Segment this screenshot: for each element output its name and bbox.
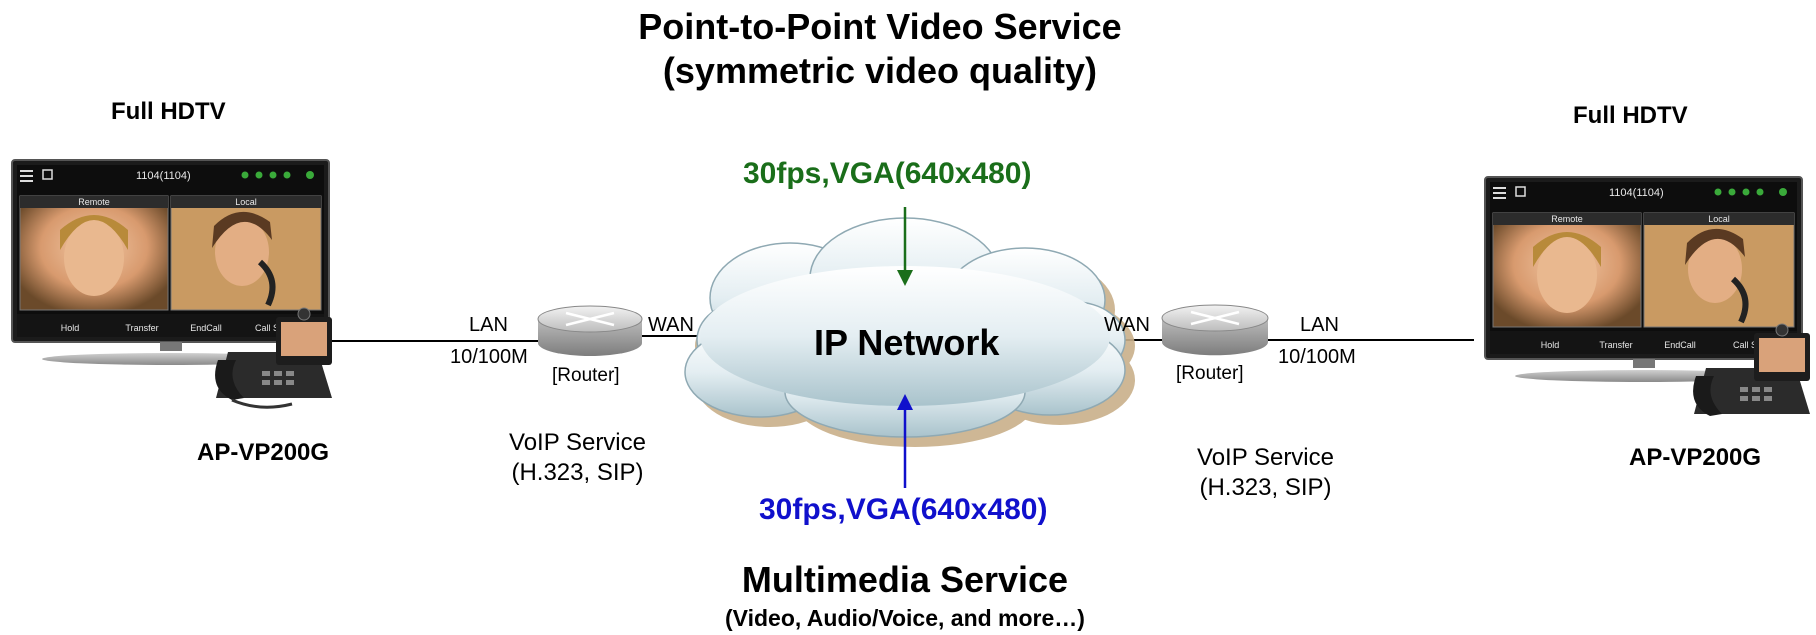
left-router-icon bbox=[537, 305, 643, 356]
right-voip-line1: VoIP Service bbox=[1197, 444, 1334, 471]
left-screen-btn-endcall: EndCall bbox=[190, 323, 222, 333]
right-screen-pane-remote: Remote bbox=[1551, 214, 1583, 224]
right-monitor-icon: 1104(1104) Remote Local Hold Transfer En… bbox=[1484, 176, 1803, 382]
right-device-label: AP-VP200G bbox=[1629, 444, 1762, 471]
left-monitor-icon: 1104(1104) Remote Local Hold Transfer En… bbox=[11, 159, 330, 365]
ip-network-cloud-icon bbox=[684, 217, 1135, 447]
right-video-phone-icon bbox=[1693, 323, 1810, 416]
left-screen-caller-id: 1104(1104) bbox=[136, 170, 191, 182]
right-screen-btn-transfer: Transfer bbox=[1599, 340, 1632, 350]
left-router-label: [Router] bbox=[552, 365, 620, 386]
upstream-arrow-icon bbox=[897, 394, 913, 488]
left-screen-pane-local: Local bbox=[235, 197, 257, 207]
right-screen-btn-callstatus: Call St... bbox=[1733, 340, 1767, 350]
stream-top-label: 30fps,VGA(640x480) bbox=[743, 157, 1032, 190]
footer-line1: Multimedia Service bbox=[741, 559, 1069, 600]
right-lan-label: LAN bbox=[1300, 314, 1339, 336]
left-screen-pane-remote: Remote bbox=[78, 197, 110, 207]
left-speed-label: 10/100M bbox=[450, 346, 528, 368]
downstream-arrow-icon bbox=[897, 207, 913, 286]
right-router-label: [Router] bbox=[1176, 363, 1244, 384]
right-speed-label: 10/100M bbox=[1278, 346, 1356, 368]
right-screen-btn-hold: Hold bbox=[1541, 340, 1560, 350]
right-wan-label: WAN bbox=[1104, 314, 1150, 336]
stream-bottom-label: 30fps,VGA(640x480) bbox=[759, 493, 1048, 526]
left-wan-label: WAN bbox=[648, 314, 694, 336]
right-voip-line2: (H.323, SIP) bbox=[1199, 474, 1332, 501]
left-screen-btn-hold: Hold bbox=[61, 323, 80, 333]
left-lan-label: LAN bbox=[469, 314, 508, 336]
left-device-label: AP-VP200G bbox=[197, 439, 330, 466]
right-router-icon bbox=[1161, 304, 1269, 356]
right-screen-caller-id: 1104(1104) bbox=[1609, 187, 1664, 199]
diagram-title-line1: Point-to-Point Video Service bbox=[638, 6, 1122, 47]
left-voip-line1: VoIP Service bbox=[509, 429, 646, 456]
left-display-label: Full HDTV bbox=[111, 98, 226, 125]
footer-line2: (Video, Audio/Voice, and more…) bbox=[725, 605, 1085, 631]
diagram-title-line2: (symmetric video quality) bbox=[662, 50, 1098, 91]
right-screen-btn-endcall: EndCall bbox=[1664, 340, 1696, 350]
right-screen-pane-local: Local bbox=[1708, 214, 1730, 224]
left-screen-btn-transfer: Transfer bbox=[125, 323, 158, 333]
left-voip-line2: (H.323, SIP) bbox=[511, 459, 644, 486]
right-display-label: Full HDTV bbox=[1573, 102, 1688, 129]
left-screen-btn-callstatus: Call St... bbox=[255, 323, 289, 333]
left-video-phone-icon bbox=[215, 307, 332, 409]
ip-network-label: IP Network bbox=[814, 322, 1000, 363]
